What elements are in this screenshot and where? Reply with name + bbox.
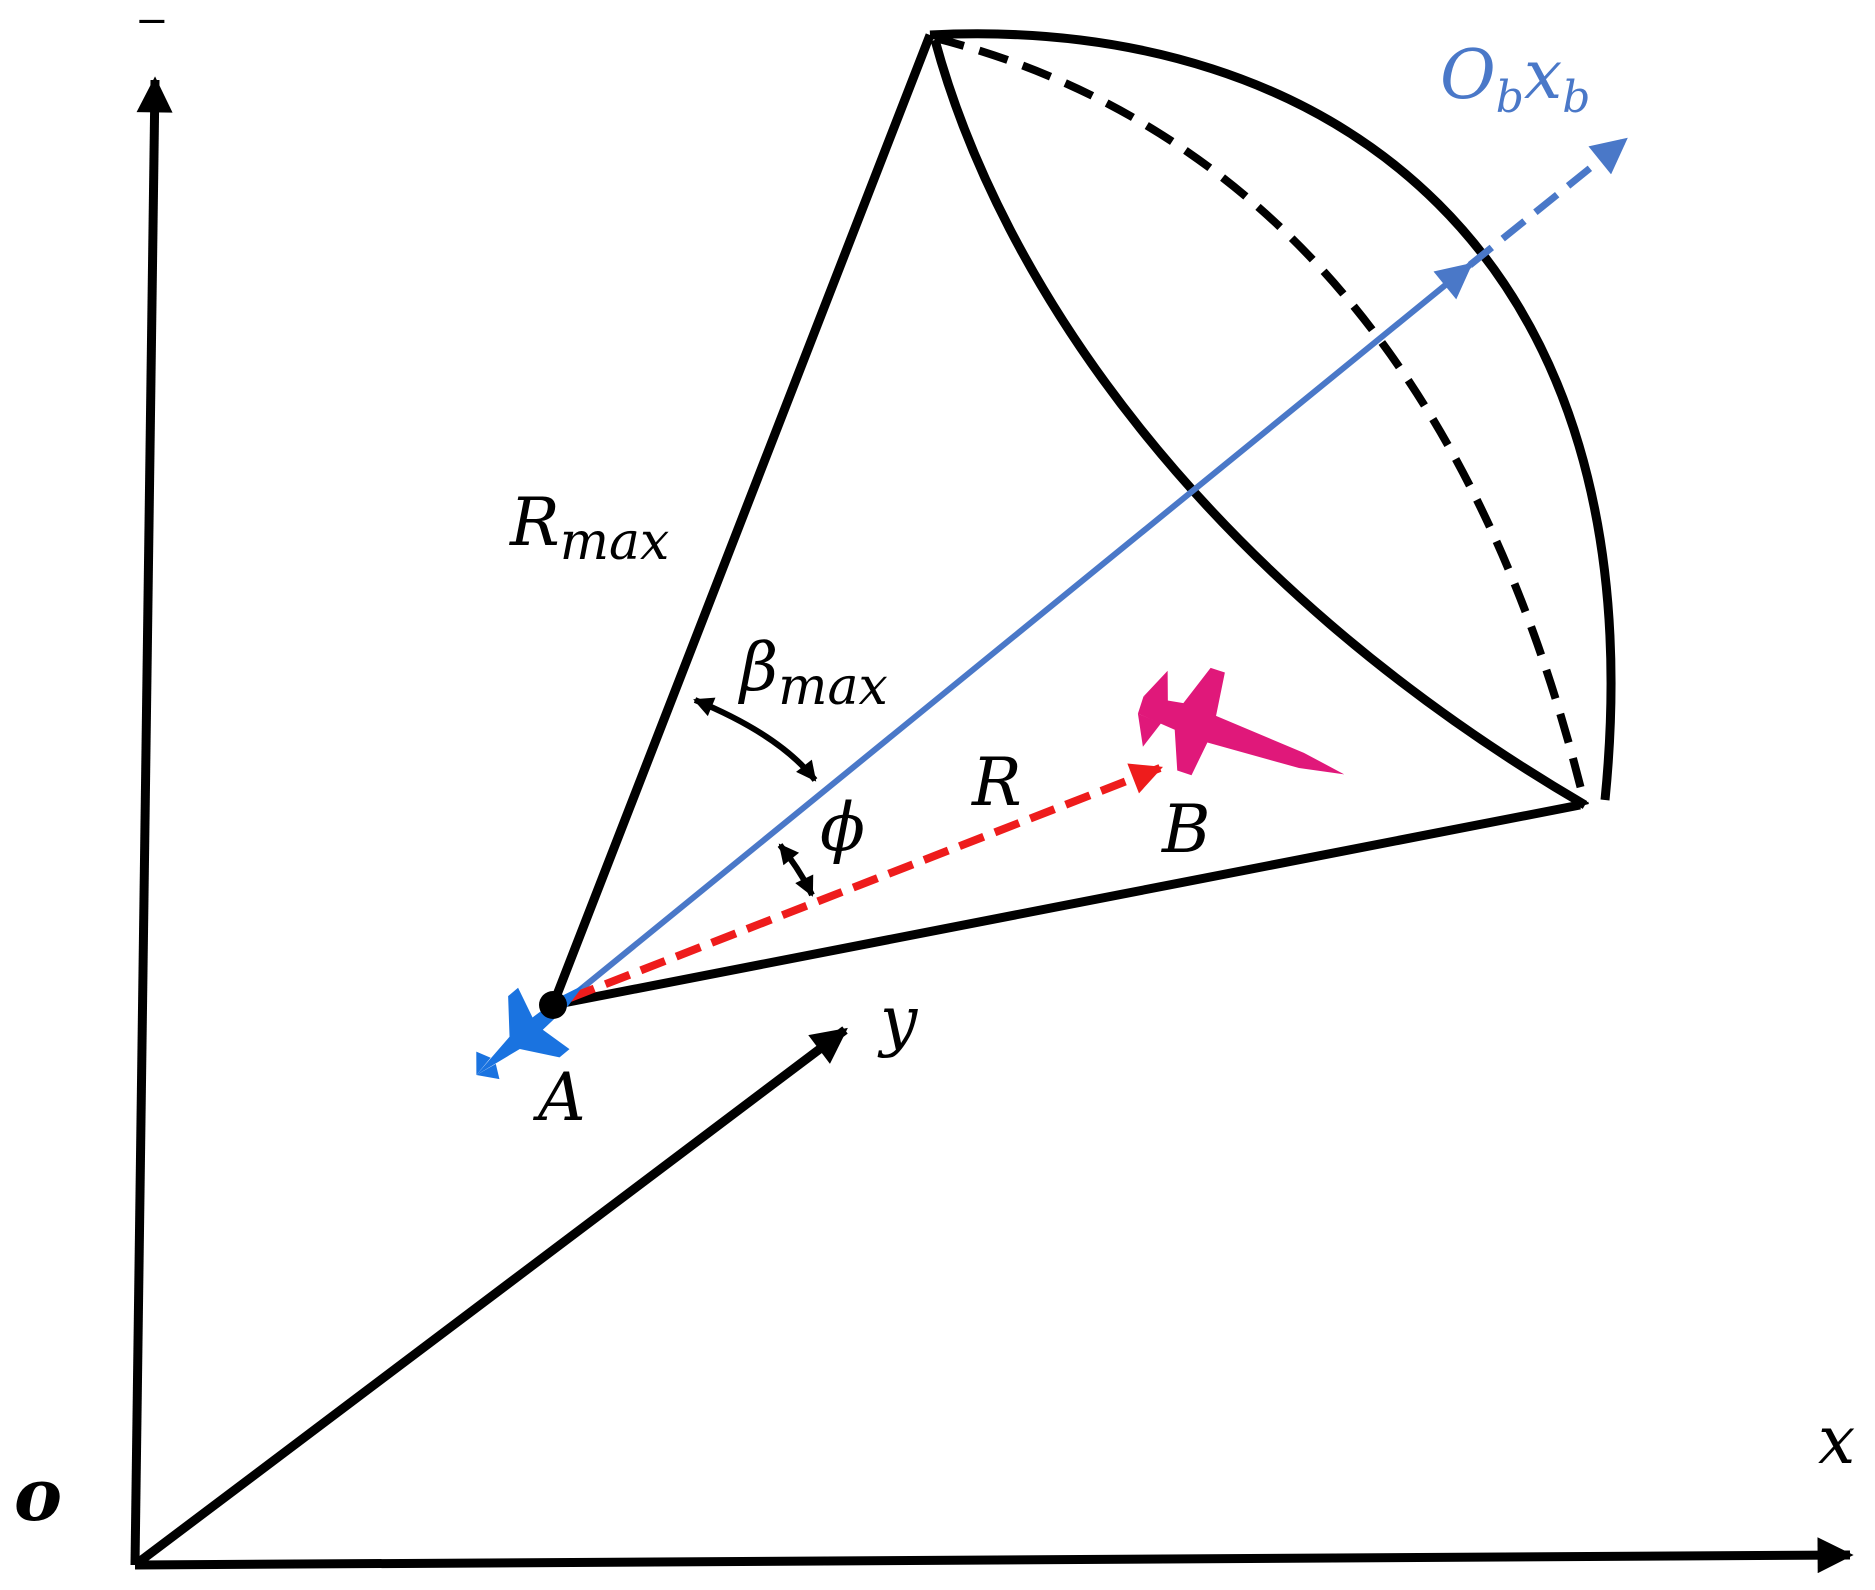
body-axis-base-sub: b <box>1496 72 1524 123</box>
y-axis <box>132 1026 848 1569</box>
r-max-label: Rmax <box>509 484 669 572</box>
cone-edge-upper <box>548 33 935 1007</box>
body-axis-mid-text: x <box>1524 36 1562 115</box>
r-max-base-text: R <box>509 484 560 561</box>
beta-max-base-text: β <box>737 629 778 706</box>
z-axis-label: − <box>135 0 169 44</box>
body-axis-base-text: O <box>1440 36 1496 115</box>
body-axis-mid-sub: b <box>1562 72 1590 123</box>
body-axis-dashed <box>1467 137 1628 268</box>
pink-fighter-jet-icon <box>1137 667 1345 776</box>
point-a-marker <box>539 991 567 1019</box>
r-max-sub-text: max <box>560 512 670 572</box>
point-a-label: A <box>532 1059 586 1136</box>
x-axis <box>134 1537 1854 1574</box>
line-of-sight-arrow <box>568 763 1163 1002</box>
phi-label: ϕ <box>820 789 865 866</box>
cone-outer-arc <box>929 29 1616 801</box>
phi-angle-arc <box>777 843 815 897</box>
range-label: R <box>971 744 1022 821</box>
z-axis <box>130 76 173 1566</box>
y-axis-label: y <box>877 982 918 1059</box>
cone-inner-arc <box>930 38 1588 809</box>
cone-hidden-arc <box>934 34 1589 806</box>
beta-max-angle-arc <box>693 697 818 782</box>
body-axis-line <box>568 262 1473 1001</box>
beta-max-label: βmax <box>737 629 888 717</box>
beta-max-sub-text: max <box>778 657 888 717</box>
x-axis-label: x <box>1818 1402 1855 1479</box>
cone-edge-lower <box>552 800 1581 1010</box>
body-axis-label: Obxb <box>1440 36 1590 123</box>
origin-label: o <box>14 1452 62 1537</box>
point-b-label: B <box>1161 791 1211 868</box>
